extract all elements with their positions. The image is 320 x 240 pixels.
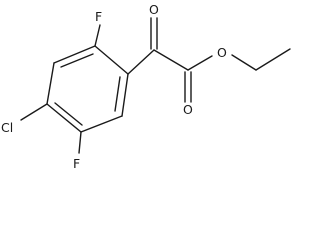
bond-lines: [20, 17, 291, 154]
bond-ethyl-ch2-to-ch3: [255, 48, 291, 71]
ring-bond-c2-c3: [46, 62, 55, 105]
ring-bond-c6-c1: [94, 45, 129, 75]
ring-double-bond-c3-c4: [54, 102, 83, 126]
chlorine-label: Cl: [1, 120, 13, 135]
oxygen-ester-carbonyl-label: O: [183, 102, 193, 117]
bond-ring-to-chlorine: [20, 103, 48, 121]
bond-ring-to-ketone-carbon: [127, 49, 155, 75]
ring-bond-c4-c5: [80, 115, 123, 133]
ring-bond-c5-c6: [121, 73, 129, 117]
bond-ketone-to-ester-carbon: [153, 49, 189, 71]
bond-ring-to-fluorine-bottom: [78, 131, 82, 154]
chemical-structure-diagram: F O O O Cl F: [1, 2, 291, 171]
ring-bond-c3-c4: [46, 103, 82, 133]
bond-ester-carbon-to-ether-oxygen: [187, 55, 213, 71]
oxygen-ketone-label: O: [149, 2, 159, 17]
fluorine-top-label: F: [95, 9, 102, 24]
ring-double-bond-c1-c2: [60, 53, 94, 68]
fluorine-bottom-label: F: [73, 156, 80, 171]
ring-bond-c1-c2: [53, 45, 96, 64]
atom-labels: F O O O Cl F: [1, 2, 227, 171]
oxygen-ester-ether-label: O: [217, 45, 227, 60]
ring-double-bond-c5-c6: [114, 76, 121, 112]
bond-ring-to-fluorine-top: [94, 24, 101, 47]
bond-ether-oxygen-to-ethyl: [231, 54, 257, 71]
